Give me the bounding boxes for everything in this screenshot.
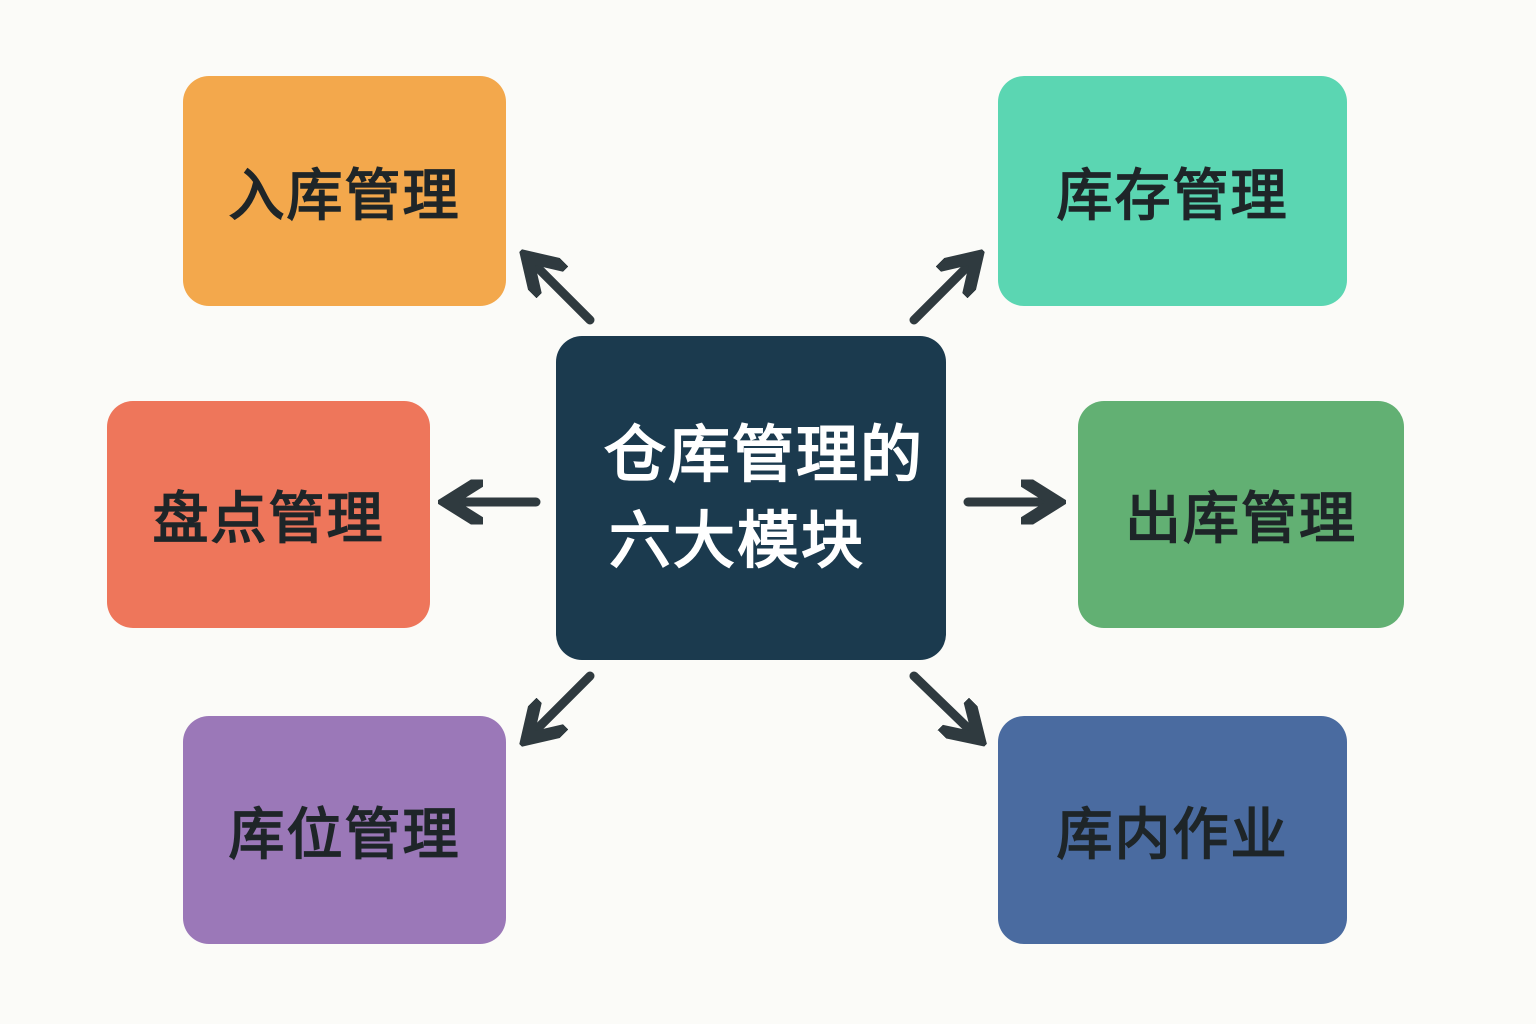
center-box: 仓库管理的 六大模块 xyxy=(556,336,946,660)
module-label-stocktake: 盘点管理 xyxy=(152,487,385,552)
module-box-stocktake: 盘点管理 xyxy=(107,401,430,628)
arrow-to-location xyxy=(532,671,595,734)
module-box-location: 库位管理 xyxy=(183,716,506,944)
arrow-to-inventory xyxy=(909,262,972,325)
module-box-inventory: 库存管理 xyxy=(998,76,1347,306)
arrow-to-inbound xyxy=(532,262,595,325)
center-title-line-1: 仓库管理的 xyxy=(603,418,924,491)
module-label-outbound: 出库管理 xyxy=(1125,487,1357,552)
module-label-operation: 库内作业 xyxy=(1056,802,1289,868)
module-box-operation: 库内作业 xyxy=(998,716,1347,944)
module-box-outbound: 出库管理 xyxy=(1078,401,1404,628)
module-label-location: 库位管理 xyxy=(228,802,461,868)
module-box-inbound: 入库管理 xyxy=(183,76,506,306)
arrow-to-operation xyxy=(909,671,974,734)
module-label-inbound: 入库管理 xyxy=(228,163,461,229)
module-label-inventory: 库存管理 xyxy=(1056,163,1289,229)
center-title-line-2: 六大模块 xyxy=(608,504,865,577)
